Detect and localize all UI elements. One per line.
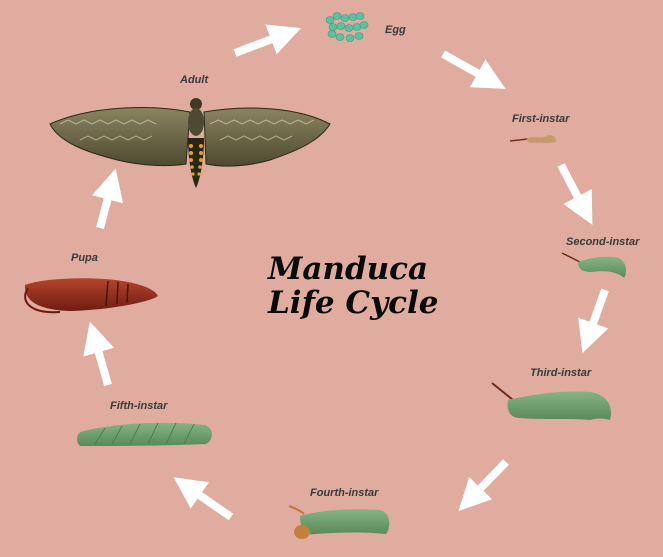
arrow-fourth-to-fifth-instar-icon <box>173 477 234 521</box>
stage-label-fourth-instar: Fourth-instar <box>310 487 379 499</box>
pupa-icon <box>24 278 158 314</box>
second-instar-larva-icon <box>561 252 626 278</box>
arrow-adult-to-egg-icon <box>233 24 301 57</box>
third-instar-larva-icon <box>491 382 611 420</box>
arrow-first-to-second-instar-icon <box>557 163 593 225</box>
stage-label-egg: Egg <box>385 24 406 36</box>
arrow-egg-to-first-instar-icon <box>441 50 506 89</box>
egg-cluster-icon <box>325 12 369 42</box>
stage-label-first-instar: First-instar <box>512 113 570 125</box>
first-instar-larva-icon <box>509 135 556 144</box>
arrow-third-to-fourth-instar-icon <box>458 459 509 512</box>
title-line-1: Manduca <box>268 251 429 287</box>
stage-label-second-instar: Second-instar <box>566 236 640 248</box>
arrow-pupa-to-adult-icon <box>92 168 124 230</box>
stage-label-pupa: Pupa <box>71 252 98 264</box>
arrow-second-to-third-instar-icon <box>578 288 609 354</box>
stage-label-fifth-instar: Fifth-instar <box>110 400 168 412</box>
fourth-instar-larva-icon <box>288 505 390 539</box>
arrow-fifth-instar-to-pupa-icon <box>83 321 115 387</box>
title-line-2: Life Cycle <box>268 285 439 321</box>
stage-label-third-instar: Third-instar <box>530 367 592 379</box>
fifth-instar-larva-icon <box>77 422 212 446</box>
adult-moth-icon <box>49 98 331 188</box>
diagram-title: Manduca Life Cycle <box>268 252 439 320</box>
stage-label-adult: Adult <box>180 74 209 86</box>
